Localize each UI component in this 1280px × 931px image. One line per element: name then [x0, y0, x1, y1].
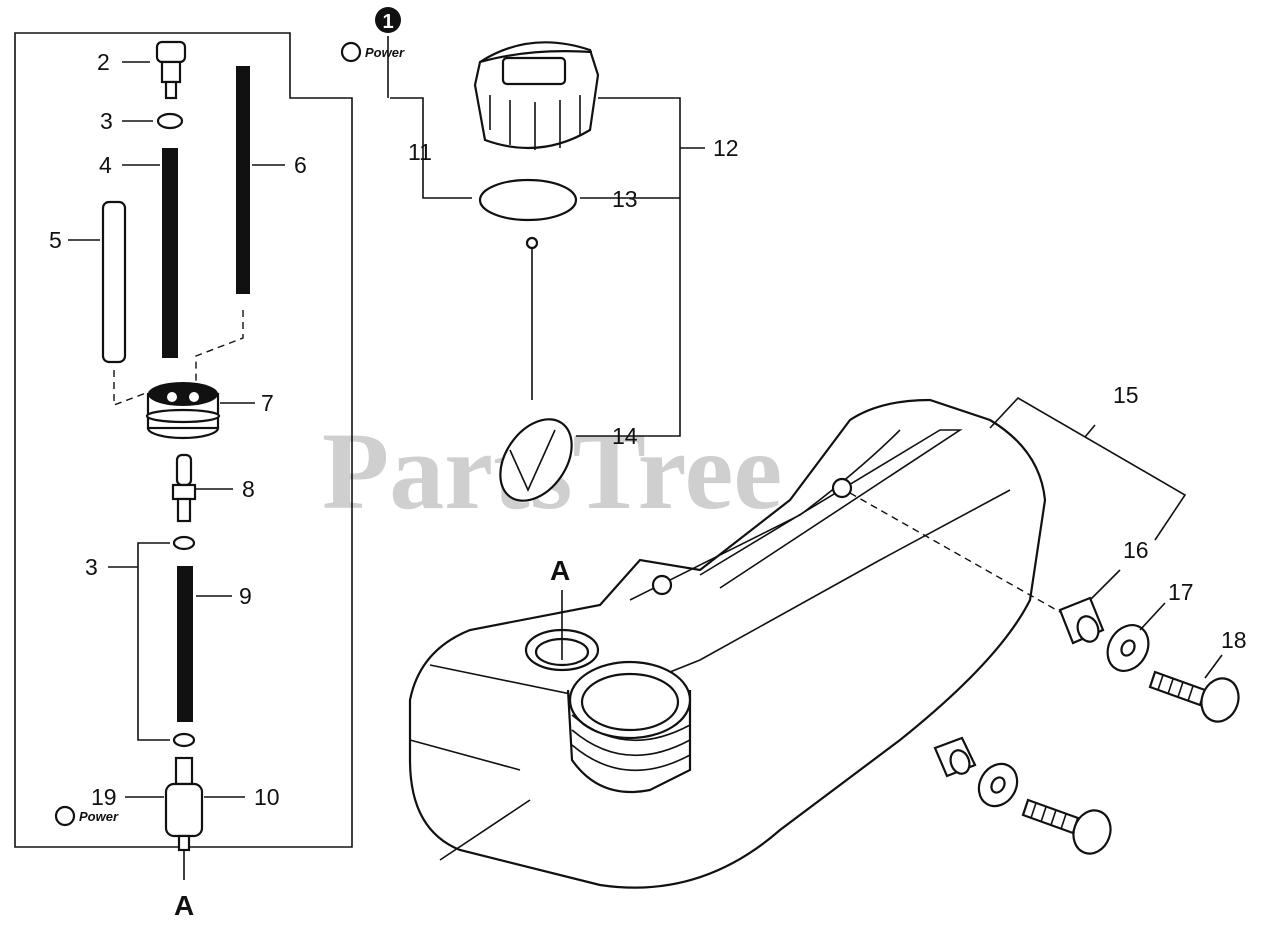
- label-2: 2: [97, 49, 110, 75]
- label-13: 13: [612, 186, 638, 212]
- part-9-hose: [177, 566, 193, 722]
- part-5-tube: [101, 200, 127, 364]
- label-18: 18: [1221, 627, 1247, 653]
- leaders-left: [68, 61, 285, 798]
- label-14: 14: [612, 423, 638, 449]
- label-11: 11: [408, 139, 432, 165]
- label-8: 8: [242, 476, 255, 502]
- label-12: 12: [713, 135, 739, 161]
- power-logo-bottom: Power: [54, 805, 119, 827]
- part-2-fitting: [155, 40, 187, 100]
- guide-dash-tank: [849, 492, 1061, 613]
- label-19: 19: [91, 784, 117, 810]
- part-3-oring-mid: [172, 535, 196, 551]
- callout-1: 1: [375, 7, 401, 33]
- label-5: 5: [49, 227, 62, 253]
- part-10-fuel-filter: [164, 756, 204, 852]
- label-15: 15: [1113, 382, 1139, 408]
- bracket-3: [108, 542, 170, 741]
- label-ref-A-tank: A: [550, 555, 570, 586]
- svg-text:Power: Power: [79, 809, 119, 824]
- guide-dash-right: [195, 310, 244, 384]
- part-13-gasket: [478, 178, 578, 222]
- svg-text:Power: Power: [365, 45, 405, 60]
- label-4: 4: [99, 152, 112, 178]
- part-8-connector: [171, 453, 197, 523]
- part-7-grommet: [145, 382, 221, 440]
- part-14-tether: [499, 236, 573, 502]
- label-16: 16: [1123, 537, 1149, 563]
- power-logo-top: Power: [340, 41, 405, 63]
- subassembly-frame: [14, 32, 353, 848]
- part-18-screw: [1148, 670, 1240, 723]
- label-9: 9: [239, 583, 252, 609]
- label-10: 10: [254, 784, 280, 810]
- label-17: 17: [1168, 579, 1194, 605]
- lower-screw: [1021, 798, 1112, 855]
- part-16-spacer: [1058, 596, 1105, 645]
- svg-text:1: 1: [382, 11, 393, 33]
- part-12-fuel-cap: [473, 41, 600, 150]
- part-6-hose: [236, 66, 250, 294]
- label-6: 6: [294, 152, 307, 178]
- fuel-tank: [408, 398, 1047, 889]
- label-7: 7: [261, 390, 274, 416]
- leaders-cap-group: [390, 97, 705, 437]
- label-3-top: 3: [100, 108, 113, 134]
- part-4-hose: [162, 148, 178, 358]
- part-3-oring-low: [172, 732, 196, 748]
- leaders-hardware: [989, 396, 1223, 679]
- lower-spacer: [933, 736, 977, 778]
- label-3-mid: 3: [85, 554, 98, 580]
- lower-washer: [977, 762, 1019, 808]
- part-17-washer: [1106, 624, 1150, 672]
- label-ref-A-bottom: A: [174, 890, 194, 921]
- part-3-oring-top: [156, 112, 184, 130]
